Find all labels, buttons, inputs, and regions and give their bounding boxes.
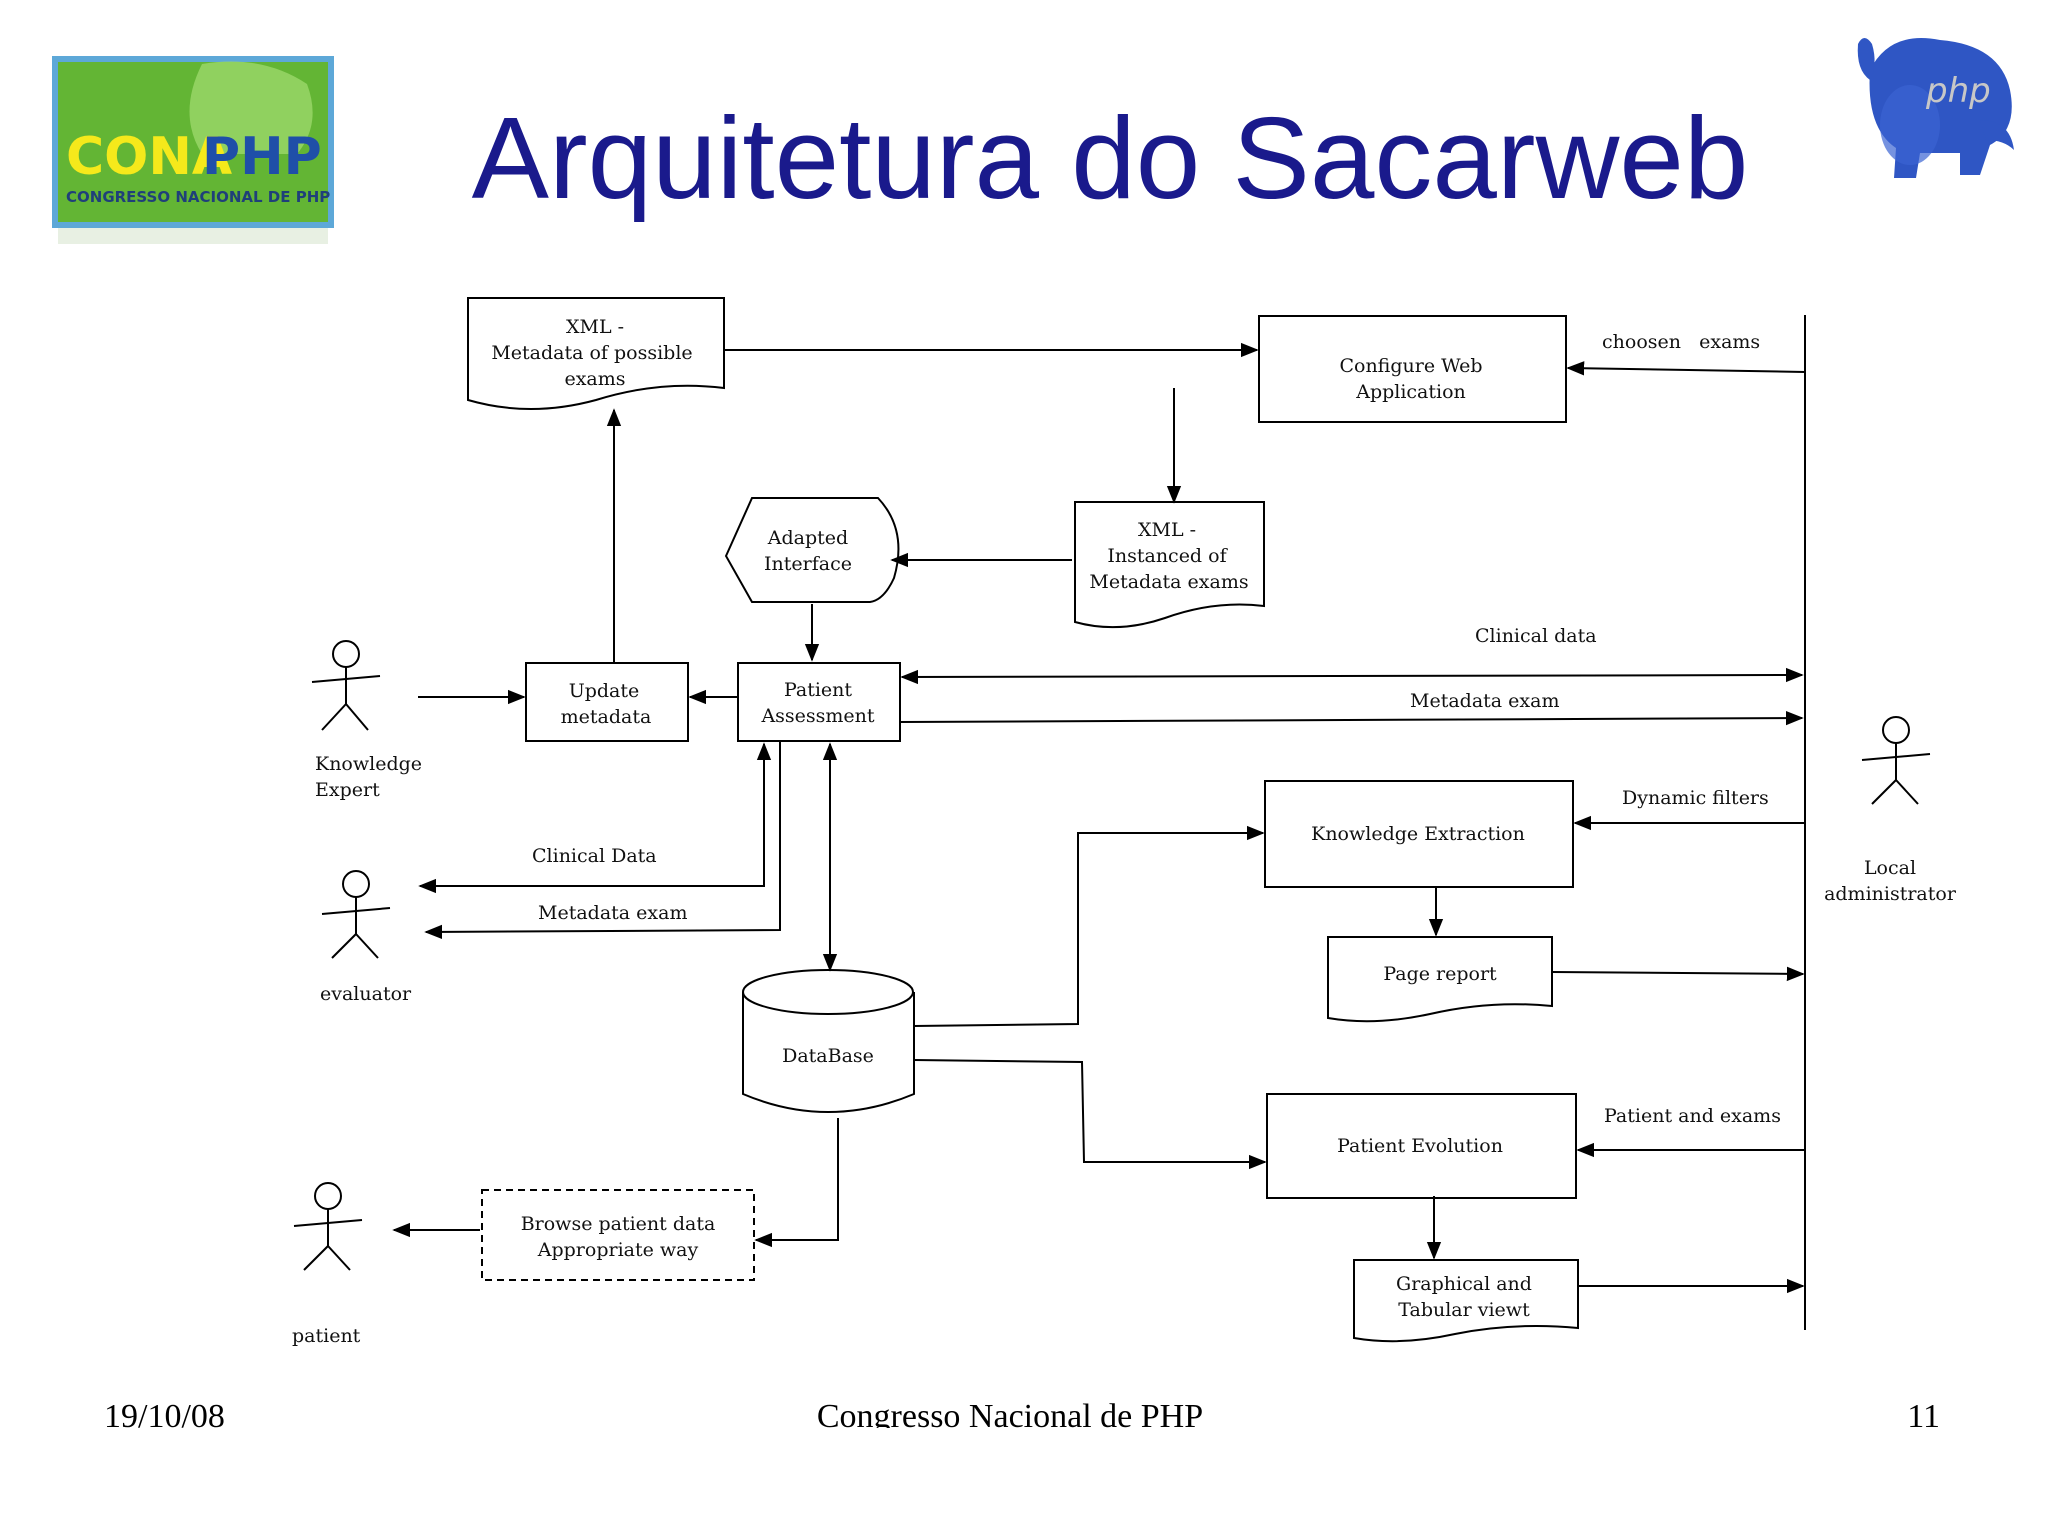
browse-patient-line1: Browse patient data <box>521 1213 716 1235</box>
xml-metadata-doc <box>467 297 725 410</box>
adapted-interface-line1: Adapted <box>767 527 848 549</box>
conaphp-logo: CONA PHP CONGRESSO NACIONAL DE PHP <box>52 56 334 244</box>
graphical-tabular-line2: Tabular viewt <box>1398 1299 1530 1321</box>
patient-evolution-box <box>1266 1093 1577 1199</box>
knowledge-expert-line2: Expert <box>315 779 380 801</box>
actor-evaluator <box>321 870 391 959</box>
actor-patient <box>293 1182 363 1271</box>
xml-metadata-line3: exams <box>564 368 625 390</box>
slide-title: Arquitetura do Sacarweb <box>471 93 1749 223</box>
edge-report-to-admin <box>1551 966 1805 982</box>
edge-database-to-browse <box>754 1118 839 1248</box>
label-dynamic-filters: Dynamic filters <box>1622 787 1769 809</box>
page-report-doc <box>1327 936 1553 1023</box>
browse-patient-line2: Appropriate way <box>537 1239 699 1261</box>
label-clinical-data-left: Clinical Data <box>532 845 657 867</box>
patient-assessment-line2: Assessment <box>760 705 874 727</box>
actor-knowledge-expert <box>311 640 381 731</box>
database-top <box>742 969 914 1015</box>
label-choosen-exams: choosen exams <box>1602 331 1760 353</box>
knowledge-extraction-box <box>1264 780 1574 888</box>
footer-date: 19/10/08 <box>104 1398 225 1435</box>
graphical-tabular-line1: Graphical and <box>1396 1273 1532 1295</box>
database-label: DataBase <box>782 1045 874 1067</box>
label-clinical-data-top: Clinical data <box>1475 625 1597 647</box>
update-metadata-box <box>525 662 689 742</box>
actor-local-administrator <box>1861 716 1931 805</box>
edge-clinical-data-left <box>418 742 772 894</box>
xml-instanced-line3: Metadata exams <box>1089 571 1248 593</box>
footer-center: Congresso Nacional de PHP <box>816 1398 1204 1428</box>
patient-assessment-line1: Patient <box>784 679 852 701</box>
local-admin-line2: administrator <box>1824 883 1957 905</box>
edge-metadata-exam-top <box>899 710 1804 726</box>
xml-instanced-line2: Instanced of <box>1107 545 1228 567</box>
knowledge-expert-line1: Knowledge <box>315 753 422 775</box>
graphical-tabular-doc <box>1353 1259 1579 1343</box>
patient-label: patient <box>292 1325 361 1347</box>
update-metadata-line1: Update <box>569 680 640 702</box>
label-patient-and-exams: Patient and exams <box>1604 1105 1781 1127</box>
edge-admin-to-configure <box>1566 361 1806 376</box>
logo-text-php: PHP <box>202 127 322 187</box>
adapted-interface-line2: Interface <box>764 553 852 575</box>
xml-metadata-line1: XML - <box>566 316 624 338</box>
patient-assessment-box <box>737 662 901 742</box>
label-metadata-exam-left: Metadata exam <box>538 902 687 924</box>
configure-web-line2: Application <box>1355 381 1466 403</box>
logo-text-cona: CONA <box>66 127 232 187</box>
page-report-label: Page report <box>1383 963 1497 985</box>
edge-metadata-exam-left <box>424 741 781 940</box>
edge-database-to-evolution <box>913 1059 1267 1170</box>
xml-metadata-line2: Metadata of possible <box>491 342 692 364</box>
local-admin-line1: Local <box>1864 857 1916 879</box>
edge-database-to-extraction <box>913 825 1265 1027</box>
evaluator-label: evaluator <box>320 983 412 1005</box>
knowledge-extraction-label: Knowledge Extraction <box>1311 823 1525 845</box>
label-metadata-exam-top: Metadata exam <box>1410 690 1559 712</box>
footer-page-number: 11 <box>1907 1398 1940 1428</box>
php-elephant-icon: php <box>1830 30 2020 200</box>
xml-instanced-doc <box>1074 501 1265 629</box>
browse-patient-box <box>481 1189 755 1281</box>
edge-clinical-data-top <box>900 667 1804 685</box>
database-cylinder <box>742 992 915 1113</box>
logo-subtitle: CONGRESSO NACIONAL DE PHP <box>66 188 330 206</box>
xml-instanced-line1: XML - <box>1138 519 1196 541</box>
configure-web-box <box>1258 315 1567 423</box>
configure-web-line1: Configure Web <box>1339 355 1482 377</box>
update-metadata-line2: metadata <box>561 706 652 728</box>
mascot-php-text: php <box>1925 71 1991 111</box>
patient-evolution-label: Patient Evolution <box>1337 1135 1503 1157</box>
adapted-interface-shape <box>724 497 900 603</box>
